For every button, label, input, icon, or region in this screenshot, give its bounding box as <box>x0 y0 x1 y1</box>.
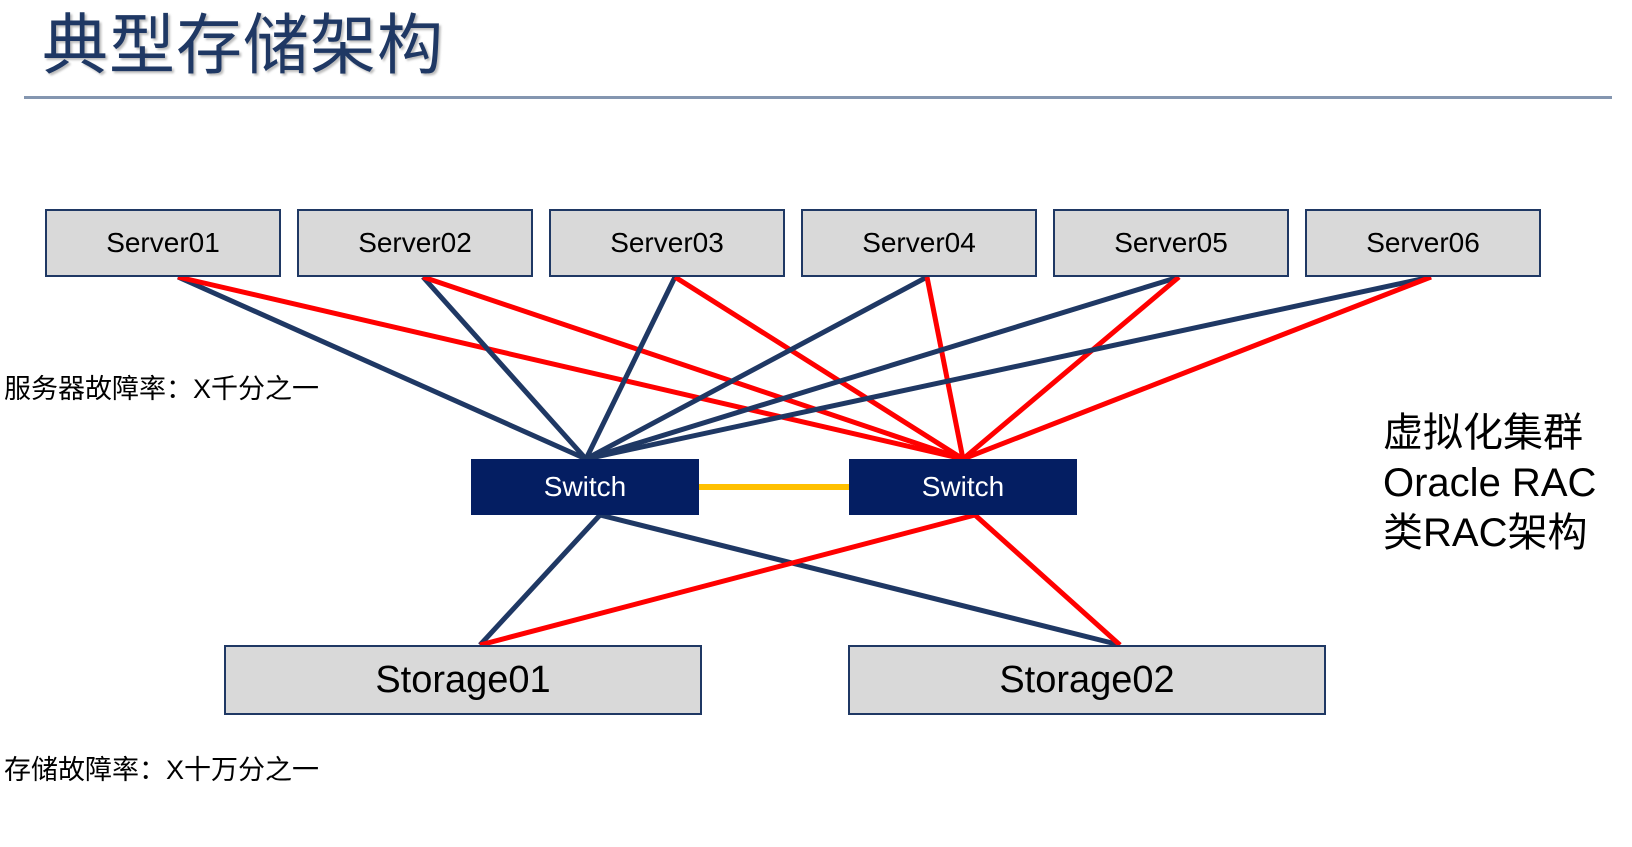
link-server02-switch2 <box>422 274 964 462</box>
link-server03-switch2 <box>673 274 965 462</box>
link-server06-switch2 <box>962 274 1432 462</box>
link-switch02-storage01 <box>479 512 976 648</box>
server-node-5[interactable]: Server05 <box>1053 209 1289 277</box>
link-server05-switch2 <box>961 275 1181 461</box>
server-node-2[interactable]: Server02 <box>297 209 533 277</box>
storage-node-2-label: Storage02 <box>999 658 1175 701</box>
title-divider <box>24 96 1612 99</box>
link-server01-switch1 <box>176 274 588 462</box>
link-switch01-storage01 <box>478 513 602 647</box>
storage-node-1-label: Storage01 <box>375 658 551 701</box>
switch-node-2-label: Switch <box>921 471 1005 502</box>
server-node-1[interactable]: Server01 <box>45 209 281 277</box>
switch-node-2[interactable]: Switch <box>849 459 1077 515</box>
server-node-6-label: Server06 <box>1366 227 1480 258</box>
cluster-note-line-3: 类RAC架构 <box>1383 511 1588 555</box>
server-node-3-label: Server03 <box>610 227 724 258</box>
link-server06-switch1 <box>585 274 1432 462</box>
server-node-3[interactable]: Server03 <box>549 209 785 277</box>
storage-node-1[interactable]: Storage01 <box>224 645 702 715</box>
storage-failure-rate-label: 存储故障率：X十万分之一 <box>4 755 320 785</box>
cluster-note-line-2: Oracle RAC <box>1383 461 1597 505</box>
link-server04-switch2 <box>924 276 966 460</box>
switch-node-1-label: Switch <box>543 471 627 502</box>
server-node-2-label: Server02 <box>358 227 472 258</box>
server-failure-rate-label: 服务器故障率：X千分之一 <box>4 374 320 404</box>
link-server03-switch1 <box>583 275 678 461</box>
cluster-note: 虚拟化集群 Oracle RAC 类RAC架构 <box>1383 408 1596 558</box>
link-switch02-storage02 <box>973 513 1122 647</box>
server-node-4-label: Server04 <box>862 227 976 258</box>
link-server04-switch1 <box>584 274 929 462</box>
switch-node-1[interactable]: Switch <box>471 459 699 515</box>
cluster-note-line-1: 虚拟化集群 <box>1383 411 1583 455</box>
server-node-1-label: Server01 <box>106 227 220 258</box>
link-server05-switch1 <box>585 274 1180 462</box>
storage-node-2[interactable]: Storage02 <box>848 645 1326 715</box>
server-node-5-label: Server05 <box>1114 227 1228 258</box>
server-node-4[interactable]: Server04 <box>801 209 1037 277</box>
link-server01-switch2 <box>177 274 964 462</box>
page-title: 典型存储架构 <box>42 8 444 82</box>
link-switch01-storage02 <box>599 512 1121 648</box>
server-node-6[interactable]: Server06 <box>1305 209 1541 277</box>
link-server02-switch1 <box>421 275 588 461</box>
